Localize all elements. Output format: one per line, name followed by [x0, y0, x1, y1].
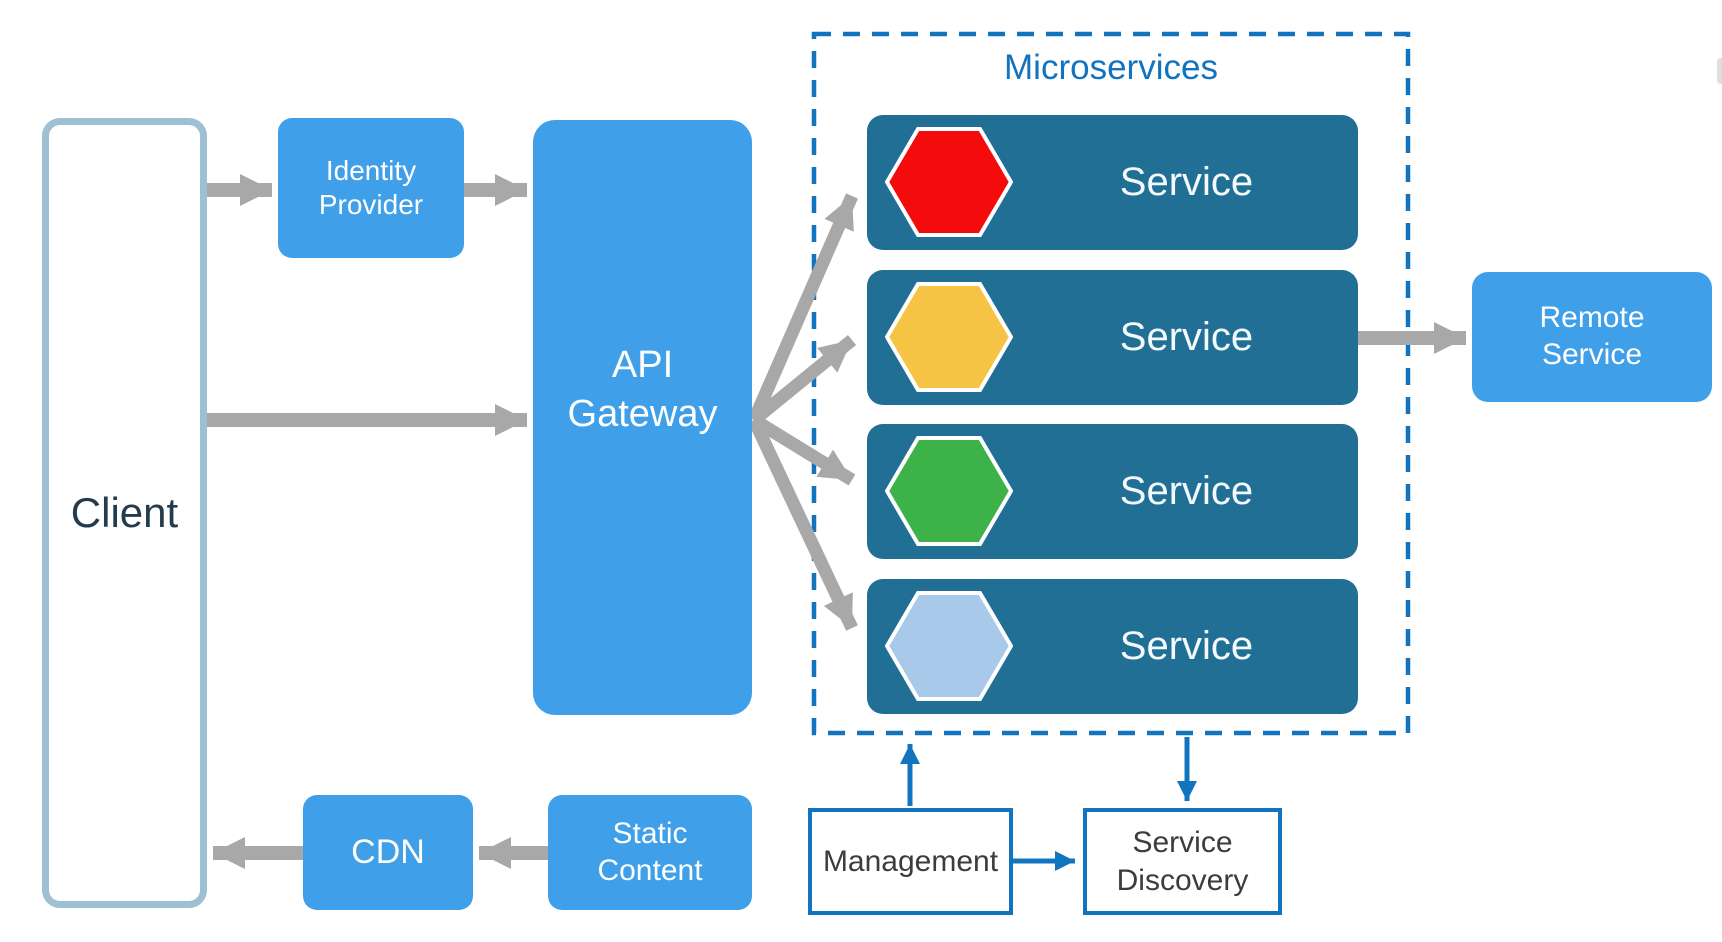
cdn-label: CDN: [351, 832, 425, 871]
api-gateway-box: API Gateway: [533, 120, 752, 715]
service-label: Service: [1119, 469, 1254, 513]
arrow-api-gateway-to-service-4: [748, 417, 858, 631]
management-box: Management: [808, 808, 1013, 915]
service-box-4: Service: [867, 579, 1358, 714]
static-content-label: Static Content: [597, 816, 703, 887]
service-box-1: Service: [867, 115, 1358, 250]
lightblue-hexagon-icon: [885, 591, 1013, 701]
management-label: Management: [822, 844, 999, 878]
service-box-3: Service: [867, 424, 1358, 559]
red-hexagon-icon: [885, 127, 1013, 237]
identity-provider-box: Identity Provider: [278, 118, 464, 258]
service-box-2: Service: [867, 270, 1358, 405]
amber-hexagon-icon: [885, 282, 1013, 392]
remote-service-box: Remote Service: [1472, 272, 1712, 402]
arrow-api-gateway-to-service-1: [748, 193, 858, 423]
green-hexagon-icon: [885, 436, 1013, 546]
microservices-dashed-border: [811, 31, 1411, 736]
remote-service-label: Remote Service: [1539, 301, 1645, 371]
service-label: Service: [1119, 315, 1254, 359]
arrow-api-gateway-to-service-3: [750, 414, 856, 486]
client-label: Client: [70, 489, 179, 536]
service-label: Service: [1119, 160, 1254, 204]
cropped-edge-artifact: [1717, 58, 1722, 84]
cdn-box: CDN: [303, 795, 473, 910]
static-content-box: Static Content: [548, 795, 752, 910]
api-gateway-label: API Gateway: [567, 343, 718, 435]
service-discovery-label: Service Discovery: [1116, 826, 1249, 897]
arrow-api-gateway-to-service-2: [749, 334, 857, 426]
identity-provider-label: Identity Provider: [318, 154, 424, 220]
microservices-title: Microservices: [1004, 48, 1218, 87]
client-box: Client: [42, 118, 207, 908]
service-discovery-box: Service Discovery: [1083, 808, 1282, 915]
service-label: Service: [1119, 624, 1254, 668]
